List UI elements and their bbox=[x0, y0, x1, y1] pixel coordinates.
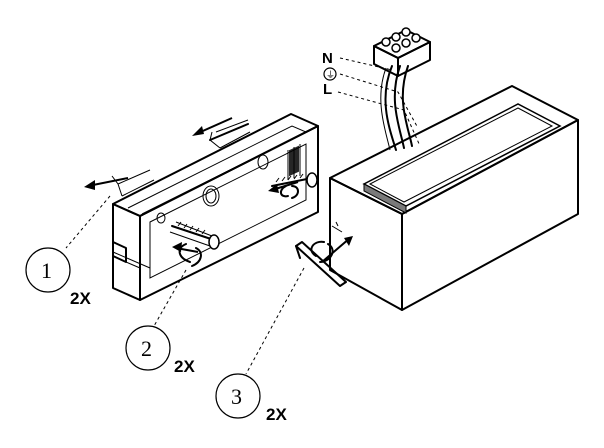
callout-2: 2 2X bbox=[125, 325, 195, 376]
removal-arrow-icon bbox=[84, 117, 233, 190]
rotate-arrow-icon bbox=[310, 221, 353, 263]
callout-quantity: 2X bbox=[174, 357, 195, 376]
screw-right bbox=[271, 172, 318, 188]
screw-front bbox=[169, 221, 220, 250]
wire-label-neutral: N bbox=[322, 50, 333, 67]
wire-label-earth: ⏚ bbox=[326, 70, 335, 81]
callout-number: 2 bbox=[141, 336, 152, 361]
callout-quantity: 2X bbox=[266, 405, 287, 424]
mounting-box bbox=[112, 113, 319, 301]
terminal-block bbox=[373, 27, 431, 77]
device-housing bbox=[329, 85, 579, 311]
callout-3: 3 2X bbox=[215, 373, 287, 424]
callout-number: 3 bbox=[231, 384, 242, 409]
callout-leaders bbox=[65, 195, 305, 375]
callout-quantity: 2X bbox=[70, 289, 91, 308]
callout-number: 1 bbox=[41, 258, 52, 283]
wire-label-leaders bbox=[337, 57, 421, 147]
rotate-arrow-icon bbox=[172, 181, 299, 267]
earth-icon: ⏚ bbox=[323, 67, 337, 81]
wall-anchors bbox=[111, 119, 251, 197]
wire-label-live: L bbox=[323, 81, 332, 98]
hex-key-icon bbox=[295, 241, 347, 287]
callout-1: 1 2X bbox=[25, 247, 91, 308]
